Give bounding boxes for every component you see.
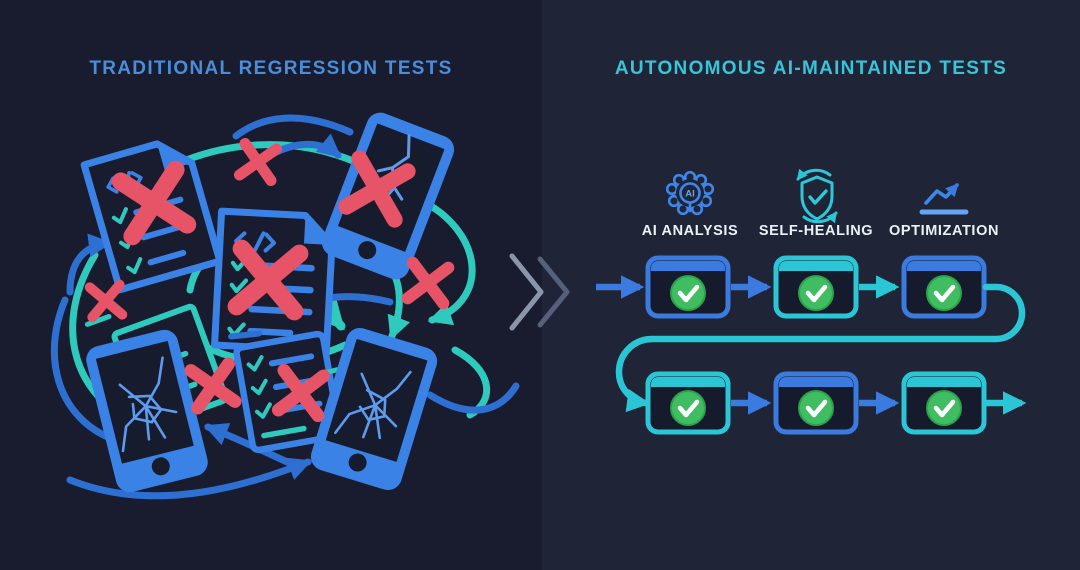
test-step-passed (901, 255, 987, 319)
right-panel-title: AUTONOMOUS AI-MAINTAINED TESTS (614, 58, 1008, 79)
chevron-right-icon (509, 253, 570, 331)
stage-label-ai-analysis: AI ANALYSIS (641, 223, 739, 239)
cracked-phone-bottom-right (310, 327, 438, 491)
growth-chart-icon (919, 183, 969, 215)
test-step-passed (645, 371, 731, 435)
flow-loop-connector (615, 283, 1026, 413)
ai-brain-icon: AI (665, 170, 715, 216)
shield-check-refresh-icon (796, 168, 838, 224)
test-step-passed (773, 255, 859, 319)
test-step-passed (645, 255, 731, 319)
test-step-passed (901, 371, 987, 435)
test-step-passed (773, 371, 859, 435)
ai-icon-text: AI (685, 189, 695, 200)
flow-row-1 (596, 255, 987, 319)
left-panel-title: TRADITIONAL REGRESSION TESTS (89, 58, 453, 79)
stage-label-self-healing: SELF-HEALING (758, 223, 874, 239)
flow-row-2 (645, 371, 1027, 435)
cracked-phone-bottom-left (86, 329, 208, 493)
stage-label-optimization: OPTIMIZATION (888, 223, 1000, 239)
red-x-marks (84, 137, 455, 423)
